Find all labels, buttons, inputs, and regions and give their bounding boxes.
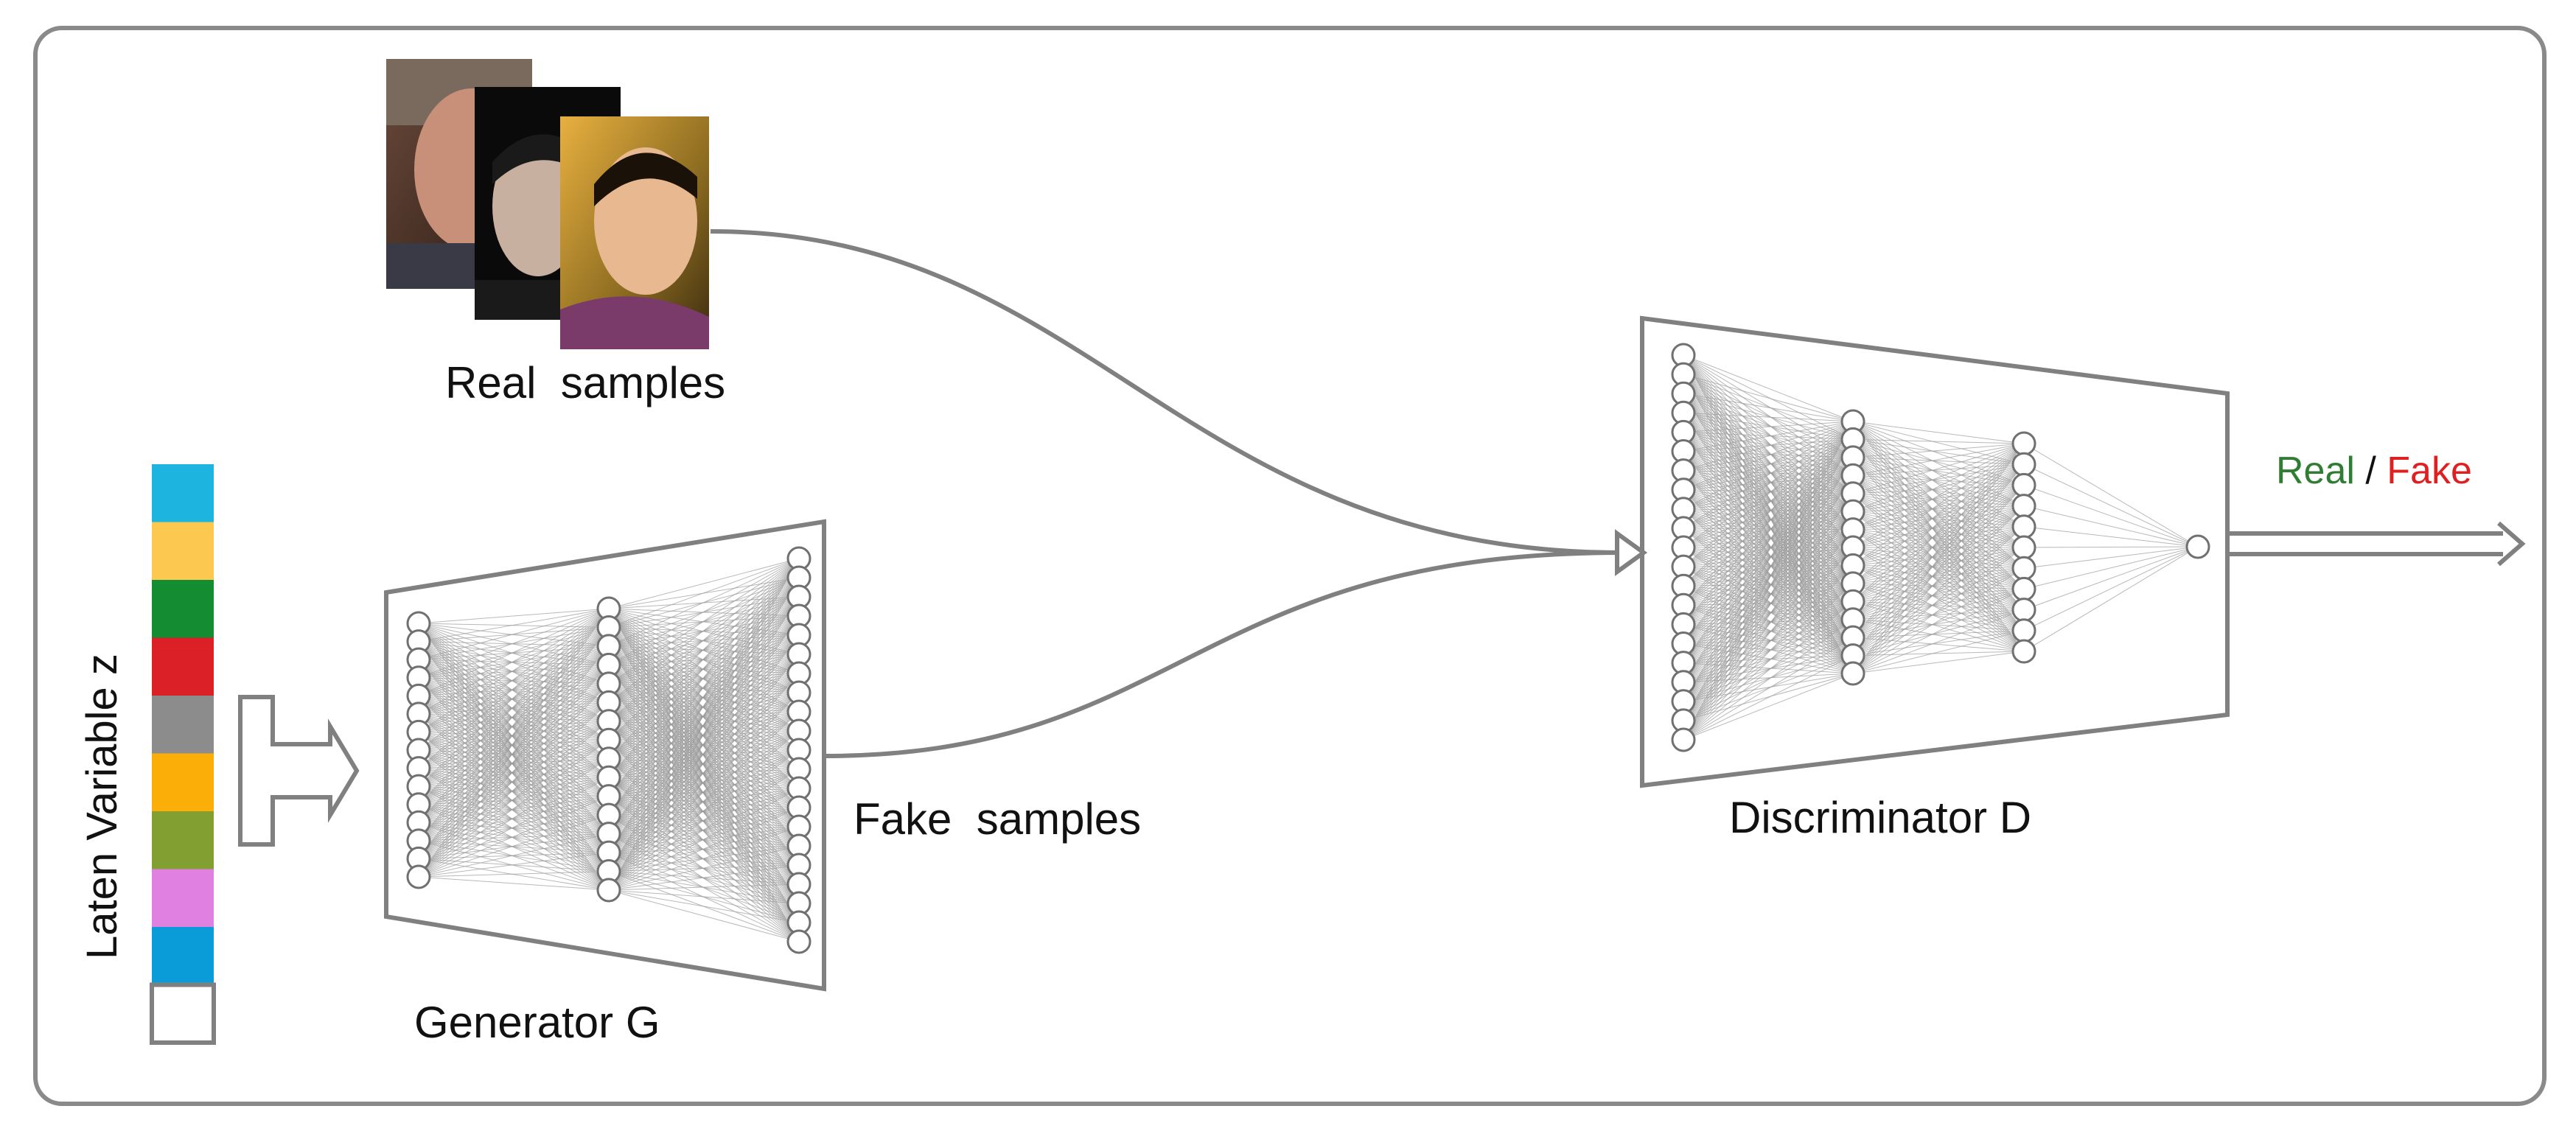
outer-frame: [33, 26, 2547, 1106]
neuron: [1671, 727, 1696, 752]
latent-cell: [152, 753, 214, 811]
neuron: [2011, 556, 2036, 581]
latent-cell: [150, 982, 216, 1045]
latent-cell: [152, 580, 214, 638]
real-output-label: Real: [2276, 449, 2355, 492]
real-samples-curve: [710, 229, 1622, 555]
latent-cell: [152, 464, 214, 522]
neuron: [786, 929, 811, 954]
neuron: [2011, 452, 2036, 477]
t-arrow-icon: [238, 695, 360, 847]
neuron: [2011, 598, 2036, 623]
neuron: [2011, 639, 2036, 664]
latent-cell: [152, 927, 214, 985]
neuron: [1840, 661, 1865, 686]
latent-cell: [152, 869, 214, 927]
latent-vector: [150, 464, 216, 1045]
neuron: [2011, 472, 2036, 497]
neuron: [2011, 576, 2036, 601]
latent-cell: [152, 696, 214, 754]
fake-samples-label: Fake samples: [854, 794, 1141, 844]
neuron: [2011, 618, 2036, 643]
discriminator-network: [1671, 343, 2210, 752]
generator-label: Generator G: [414, 998, 660, 1047]
neuron: [2011, 431, 2036, 456]
network-connections: [1683, 354, 2199, 741]
latent-cell: [152, 811, 214, 869]
discriminator-input-arrowhead: [1615, 529, 1648, 576]
neuron: [2011, 535, 2036, 560]
fake-samples-curve: [823, 550, 1622, 758]
neuron: [406, 864, 431, 889]
fake-output-label: Fake: [2387, 449, 2472, 492]
discriminator-label: Discriminator D: [1729, 793, 2031, 842]
face-photo-3: [560, 116, 709, 349]
neuron: [2185, 534, 2210, 559]
neuron: [596, 878, 621, 903]
network-connections: [418, 558, 800, 942]
neuron: [2011, 514, 2036, 539]
latent-cell: [152, 637, 214, 696]
neuron: [2011, 494, 2036, 519]
real-sample-photos: [386, 59, 709, 349]
double-arrow-icon: [2227, 521, 2526, 567]
generator-network: [406, 546, 811, 954]
output-separator: /: [2355, 449, 2387, 492]
real-samples-label: Real samples: [445, 358, 725, 407]
real-fake-label: Real / Fake: [2276, 449, 2472, 492]
latent-cell: [152, 522, 214, 580]
latent-variable-label: Laten Variable z: [78, 654, 126, 959]
